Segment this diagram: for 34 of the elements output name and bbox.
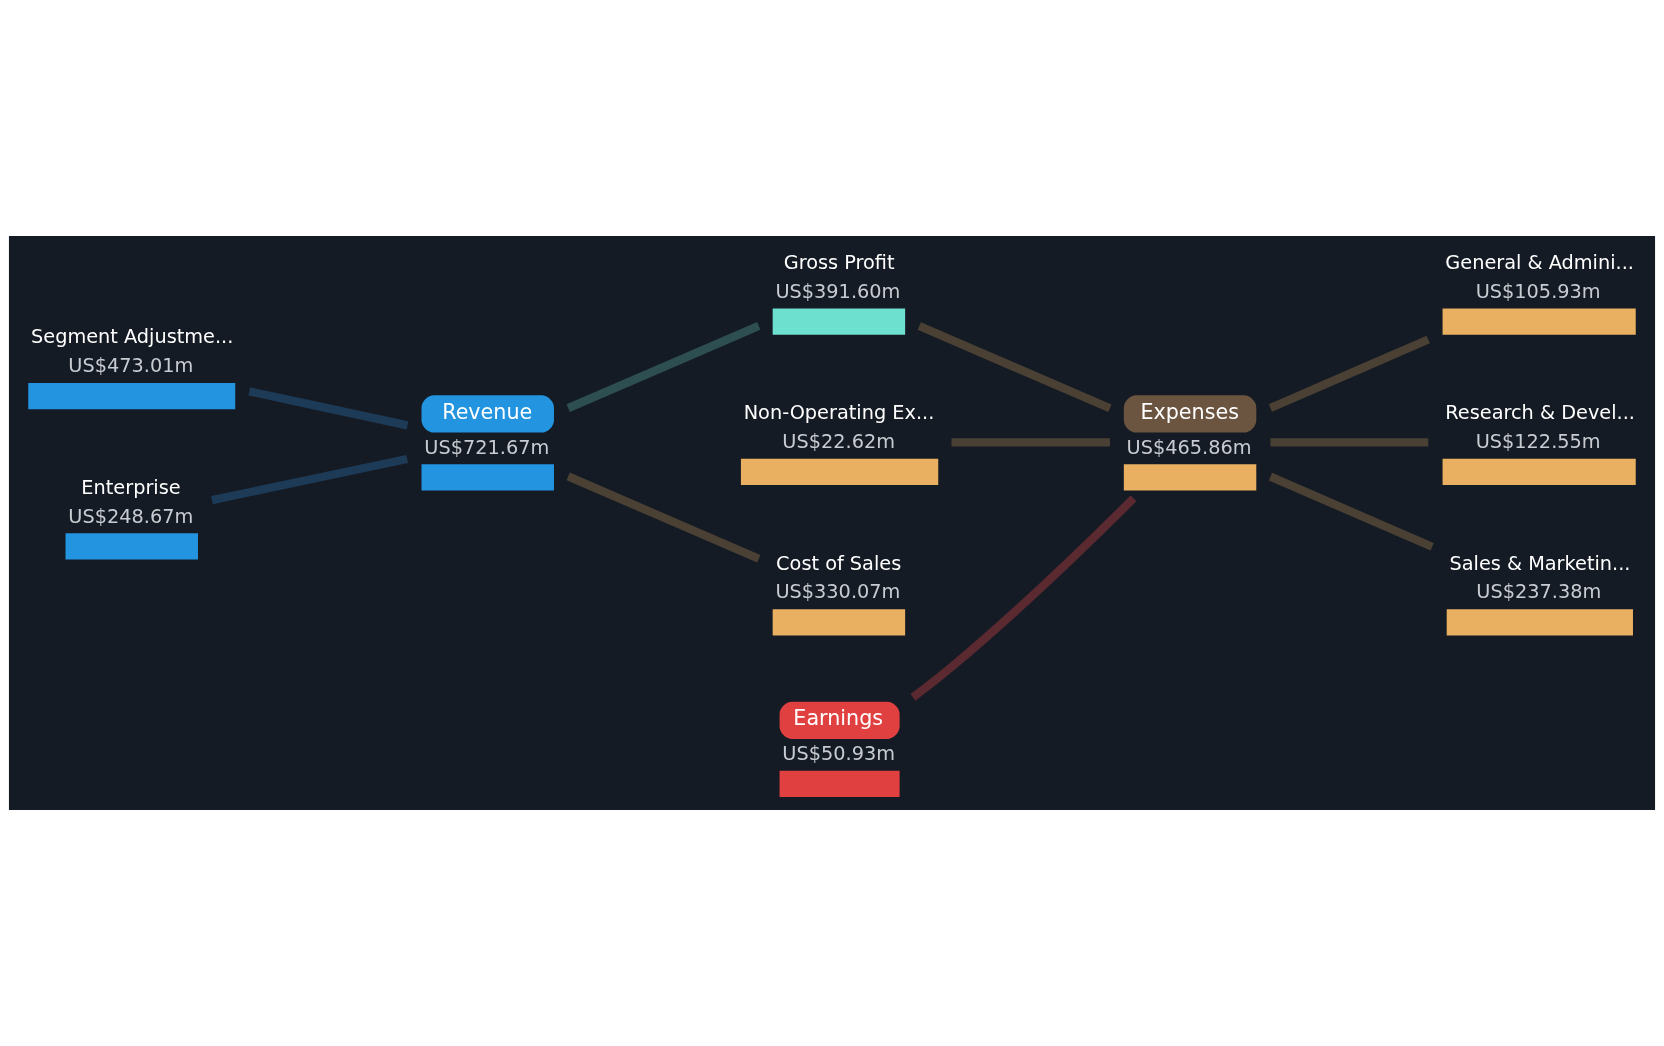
node-label: Non-Operating Ex... [743, 401, 935, 425]
node-label: US$330.07m [775, 580, 901, 604]
node-label: US$391.60m [775, 279, 901, 303]
connector [1270, 438, 1429, 447]
node-box [1446, 609, 1633, 636]
node-box [65, 533, 198, 560]
node-label: Enterprise [81, 475, 181, 499]
node-box [1442, 308, 1636, 335]
connector [566, 322, 761, 412]
connector [1268, 472, 1434, 551]
connector [566, 472, 761, 563]
node-label: US$22.62m [782, 430, 896, 454]
node-label: Research & Devel... [1445, 401, 1635, 425]
node-label: Cost of Sales [776, 551, 902, 575]
node-box [1442, 458, 1636, 486]
node-box [772, 308, 906, 335]
connector [248, 387, 409, 430]
connector [1268, 335, 1430, 412]
node-label: US$105.93m [1475, 279, 1601, 303]
node-box [772, 609, 906, 636]
node-label: US$248.67m [68, 504, 194, 528]
node-box [740, 458, 939, 486]
node-label: General & Admini... [1445, 250, 1634, 274]
connector [211, 454, 408, 505]
connector [910, 495, 1137, 701]
node-label: Segment Adjustme... [31, 325, 234, 349]
node-label: Sales & Marketin... [1449, 551, 1631, 575]
node-label: US$473.01m [68, 354, 194, 378]
node-label: US$122.55m [1475, 430, 1601, 454]
node-box [28, 382, 236, 410]
node-label: Gross Profit [783, 250, 895, 274]
node-label: US$237.38m [1476, 580, 1602, 604]
connector [951, 438, 1110, 447]
connector [917, 322, 1112, 413]
